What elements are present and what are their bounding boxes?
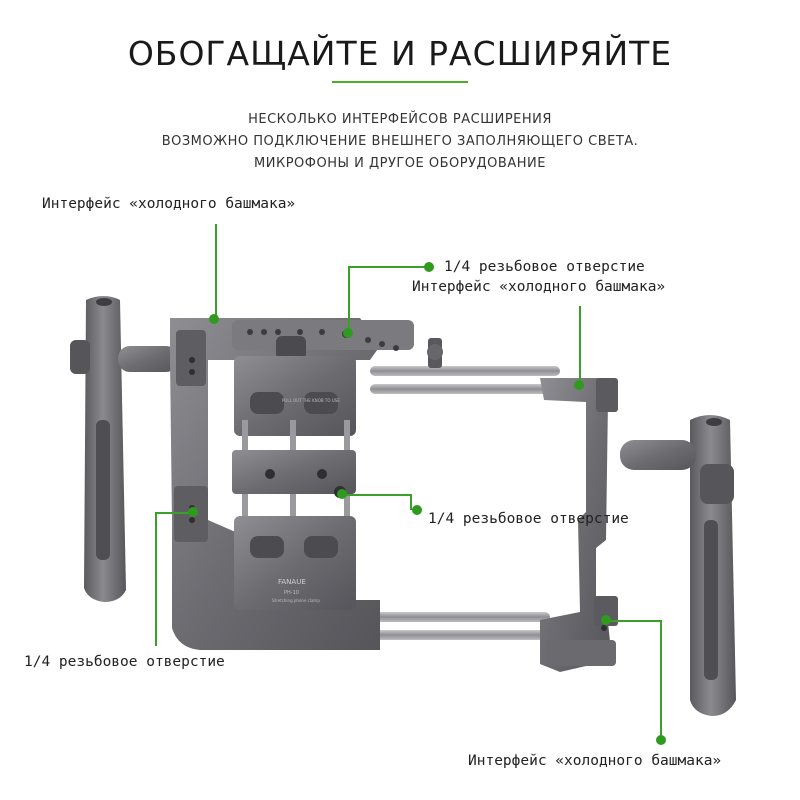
callout-dot [209, 314, 219, 324]
title-underline [332, 81, 468, 83]
callout-dot [656, 735, 666, 745]
sub-text: Stretching phone clamp [272, 598, 320, 603]
description-line-1: НЕСКОЛЬКО ИНТЕРФЕЙСОВ РАСШИРЕНИЯ [248, 112, 552, 127]
description-line-3: МИКРОФОНЫ И ДРУГОЕ ОБОРУДОВАНИЕ [254, 156, 546, 171]
callout-dot [412, 505, 422, 515]
callout-dot [574, 380, 584, 390]
callout-dot [601, 615, 611, 625]
callout-line [155, 512, 157, 646]
callout-dot [188, 507, 198, 517]
left-handle [70, 296, 178, 602]
page-title: ОБОГАЩАЙТЕ И РАСШИРЯЙТЕ [127, 34, 673, 73]
callout-label-right-shoe: Интерфейс «холодного башмака» [412, 279, 666, 295]
callout-dot [343, 328, 353, 338]
callout-label-top-thread: 1/4 резьбовое отверстие [444, 259, 645, 275]
callout-line [155, 512, 193, 514]
callout-line [342, 494, 412, 496]
callout-label-center-thread: 1/4 резьбовое отверстие [428, 511, 629, 527]
callout-line [215, 224, 217, 322]
callout-line [660, 620, 662, 736]
callout-line [348, 266, 428, 268]
brand-logo: FANAUE [278, 578, 306, 586]
callout-dot [337, 489, 347, 499]
callout-dot [424, 262, 434, 272]
model-text: PH-10 [284, 590, 299, 596]
plate-text: PULL OUT THE KNOB TO USE [282, 398, 340, 403]
right-handle [620, 415, 736, 716]
callout-line [579, 306, 581, 388]
callout-label-bottom-right-shoe: Интерфейс «холодного башмака» [468, 753, 722, 769]
description-line-2: ВОЗМОЖНО ПОДКЛЮЧЕНИЕ ВНЕШНЕГО ЗАПОЛНЯЮЩЕ… [161, 134, 639, 149]
callout-line [606, 620, 662, 622]
callout-line [348, 266, 350, 332]
callout-line [410, 494, 412, 510]
callout-label-top-left-shoe: Интерфейс «холодного башмака» [42, 196, 296, 212]
callout-label-left-thread: 1/4 резьбовое отверстие [24, 654, 225, 670]
